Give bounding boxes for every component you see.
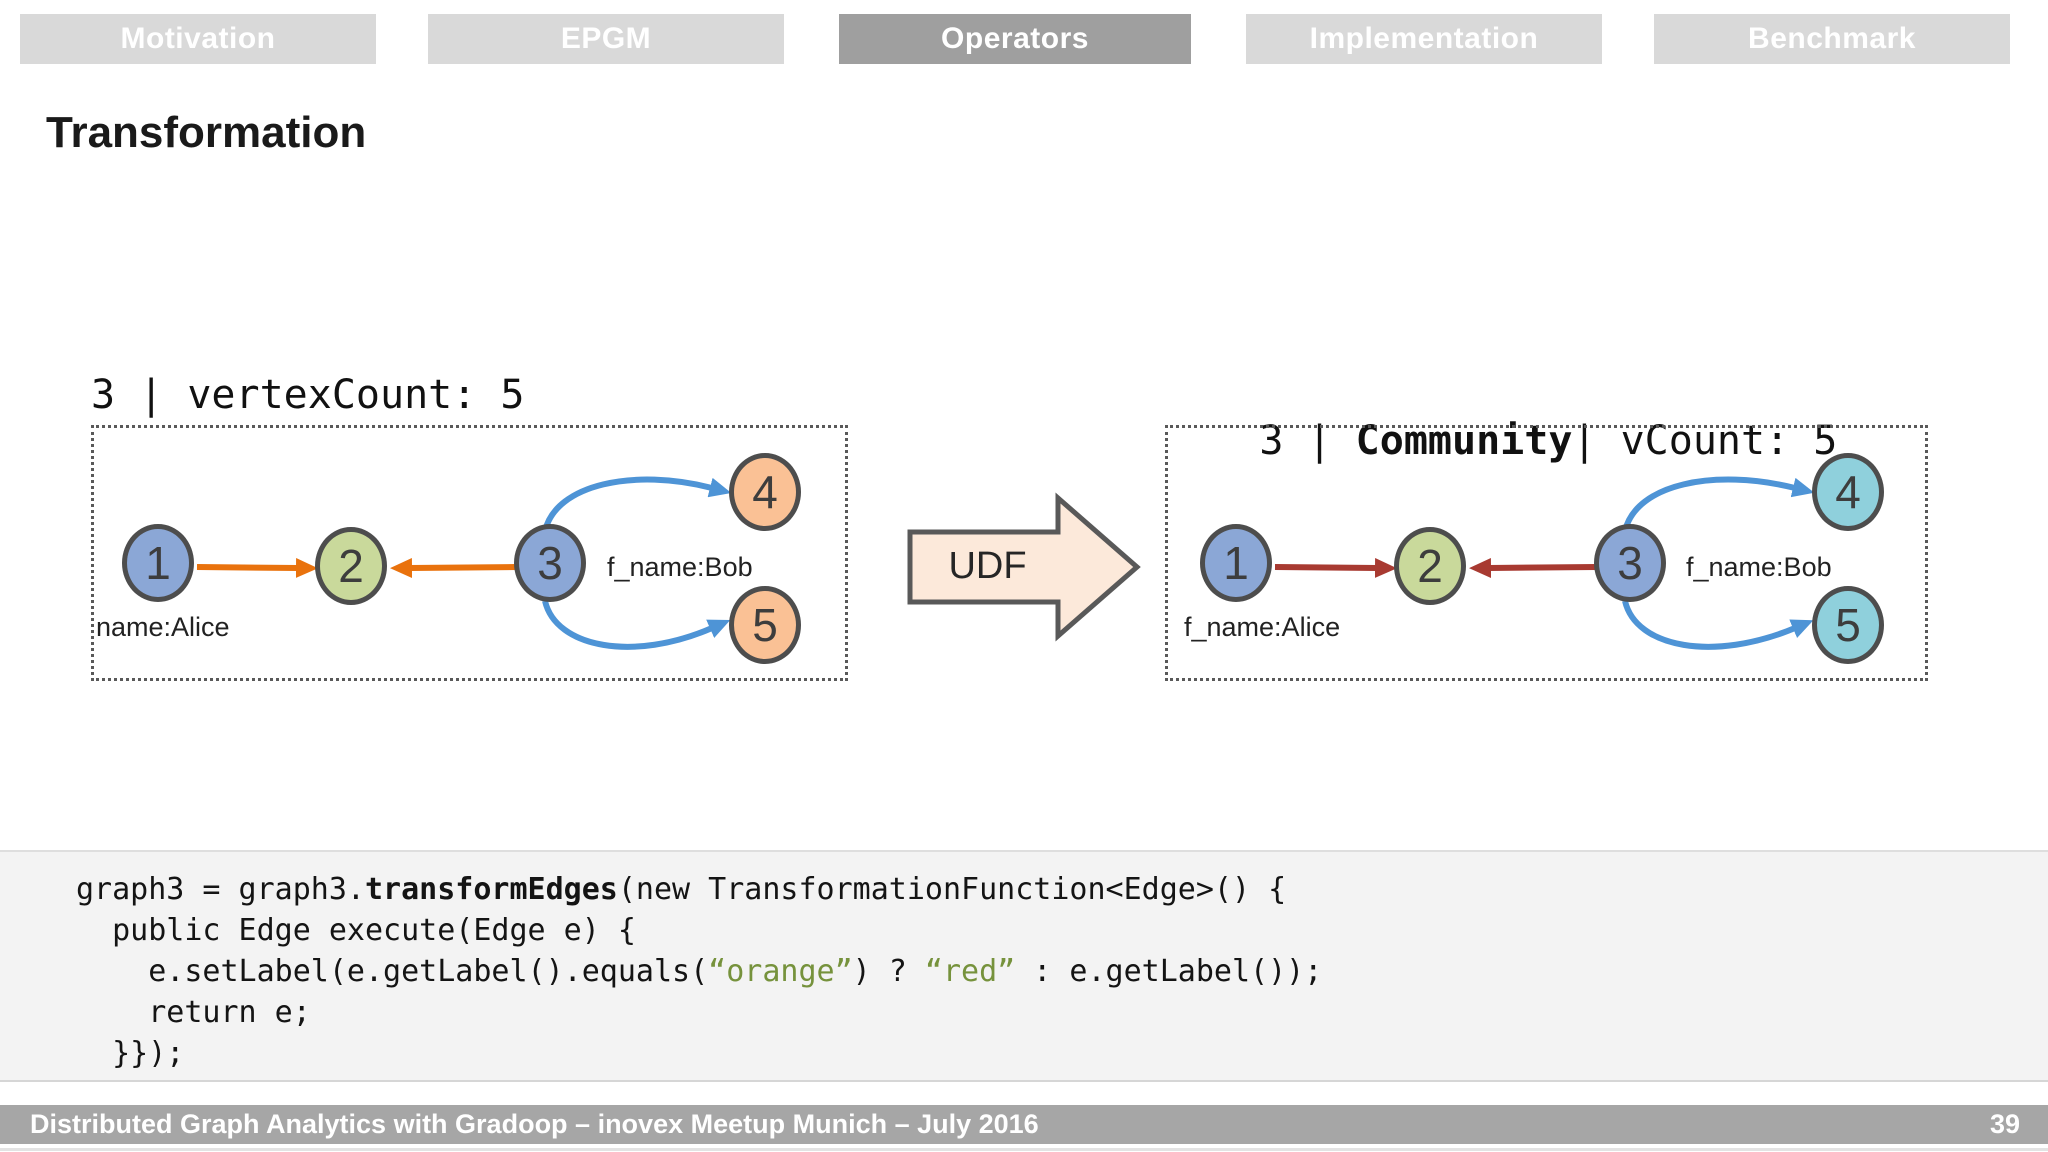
left-vertex1-property-label: name:Alice (96, 612, 230, 642)
code-text: }}); (76, 1036, 185, 1071)
right-vertex-2: 2 (1394, 527, 1466, 605)
tab-implementation: Implementation (1246, 14, 1602, 64)
right-vertex-3: 3 (1594, 524, 1666, 602)
edge-1-2-orange (196, 557, 318, 578)
left-vertex3-property-label: f_name:Bob (607, 552, 753, 582)
left-graph-box (91, 425, 848, 681)
right-vertex3-property-label: f_name:Bob (1686, 552, 1832, 582)
left-vertex-4: 4 (729, 453, 801, 531)
tab-benchmark: Benchmark (1654, 14, 2010, 64)
code-text: ) ? (852, 954, 925, 989)
right-vertex-4: 4 (1812, 453, 1884, 531)
code-line-2: public Edge execute(Edge e) { (76, 910, 2048, 951)
udf-arrow-shape (907, 492, 1141, 642)
code-text: (new TransformationFunction<Edge>() { (617, 872, 1287, 907)
right-vertex-5: 5 (1812, 586, 1884, 664)
udf-arrow-label: UDF (948, 545, 1027, 587)
edge-3-2-red (1469, 557, 1598, 578)
edge-3-4-blue (1622, 476, 1815, 532)
footer-page-number: 39 (1989, 1109, 2020, 1139)
tab-operators-active: Operators (839, 14, 1191, 64)
code-text: return e; (76, 995, 311, 1030)
left-vertex-5: 5 (729, 586, 801, 664)
bottom-edge-strip (0, 1148, 2048, 1151)
footer-title: Distributed Graph Analytics with Gradoop… (30, 1109, 1039, 1139)
code-line-5: }}); (76, 1033, 2048, 1074)
code-text: public Edge execute(Edge e) { (76, 913, 636, 948)
left-vertex-2: 2 (315, 527, 387, 605)
left-graph-edges (196, 476, 732, 650)
code-line-3: e.setLabel(e.getLabel().equals(“orange”)… (76, 951, 2048, 992)
edge-3-2-orange (390, 557, 518, 578)
code-text: graph3 = graph3. (76, 872, 365, 907)
code-line-1: graph3 = graph3.transformEdges(new Trans… (76, 869, 2048, 910)
code-bold-method: transformEdges (364, 872, 618, 907)
tab-epgm: EPGM (428, 14, 784, 64)
code-string-red: “red” (924, 954, 1016, 989)
tab-motivation: Motivation (20, 14, 376, 64)
edge-3-5-blue (542, 600, 731, 650)
code-text: e.setLabel(e.getLabel().equals( (76, 954, 709, 989)
edge-3-5-blue (1622, 600, 1814, 650)
right-graph-box (1165, 425, 1928, 681)
left-graph-header: 3 | vertexCount: 5 (91, 372, 525, 418)
page-title: Transformation (46, 108, 367, 157)
code-line-4: return e; (76, 992, 2048, 1033)
left-vertex-3: 3 (514, 524, 586, 602)
edge-3-4-blue (542, 476, 732, 532)
code-string-orange: “orange” (708, 954, 853, 989)
left-vertex-1: 1 (122, 524, 194, 602)
edge-1-2-red (1274, 557, 1397, 578)
right-vertex1-property-label: f_name:Alice (1184, 612, 1341, 642)
code-text: : e.getLabel()); (1015, 954, 1323, 989)
right-vertex-1: 1 (1200, 524, 1272, 602)
footer-bar: Distributed Graph Analytics with Gradoop… (0, 1105, 2048, 1144)
code-block: graph3 = graph3.transformEdges(new Trans… (0, 850, 2048, 1082)
right-graph-edges (1274, 476, 1815, 650)
